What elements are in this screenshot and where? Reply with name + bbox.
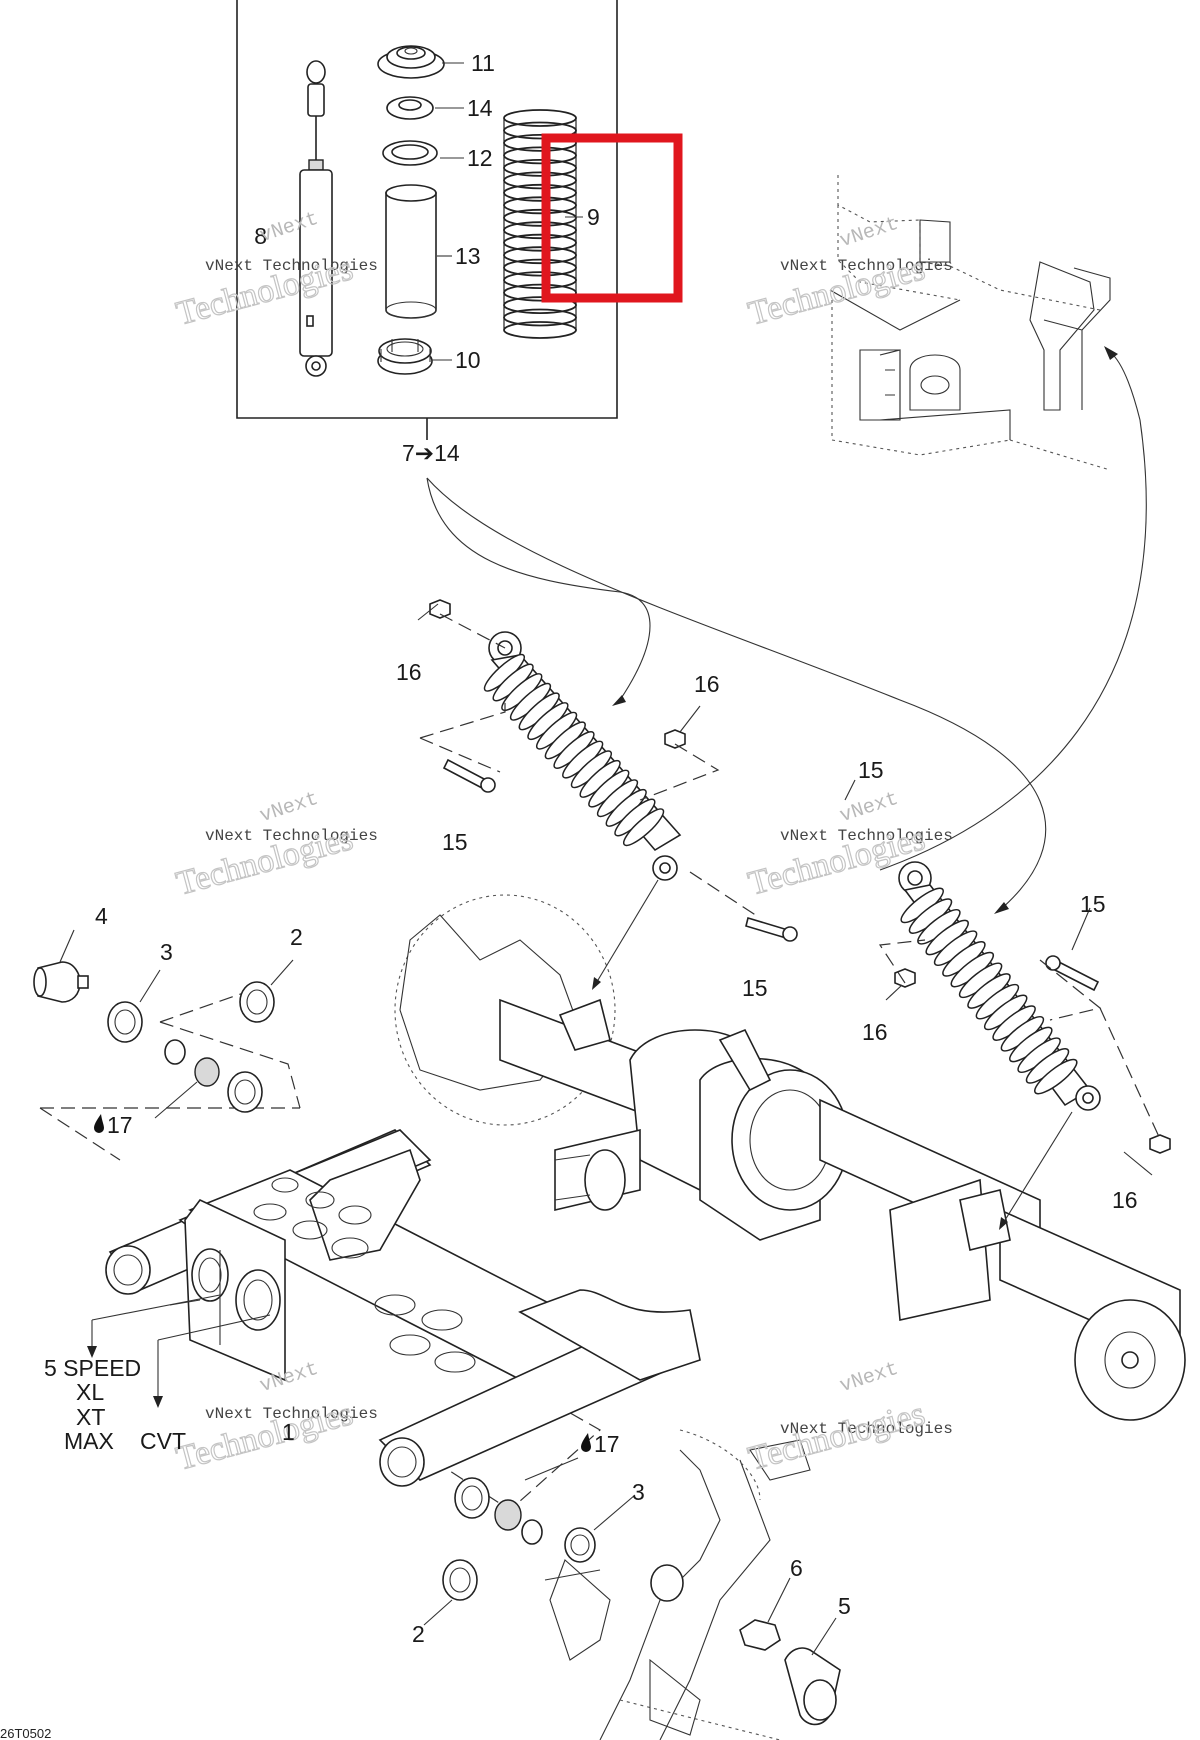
variant-arrows [87,1294,271,1408]
swing-arm [105,1129,701,1487]
highlight-box [541,133,683,303]
spring-coil-turn [503,321,577,339]
rear-shock-right [898,861,1101,1111]
label-part-14: 14 [467,95,493,121]
shock-kit-inset: 11 14 12 9 8 13 10 7➔14 [236,0,683,466]
frame-lower-detail [544,1429,841,1740]
label-part-11: 11 [471,50,495,76]
label-part-16: 16 [1112,1187,1138,1213]
label-part-15: 15 [858,757,884,783]
watermark-text: vNext Technologies [205,1405,378,1423]
label-part-2: 2 [290,924,303,950]
watermark-group: vNext vNext Technologies Technologies vN… [172,208,953,1479]
spring-coil-turn [622,808,665,847]
label-part-16: 16 [396,659,422,685]
spring-coil-turn [503,146,577,165]
grease-icon [581,1433,591,1452]
middle-leaders [417,603,1153,1176]
label-part-6: 6 [790,1555,803,1581]
label-part-15: 15 [742,975,768,1001]
spring-coil-turn [503,183,577,202]
watermark-text: Technologies [744,1395,928,1478]
label-part-13: 13 [455,243,481,269]
adjuster-ring-part [377,338,433,375]
variant-label: XT [76,1404,105,1430]
spring-coil-turn [503,233,577,252]
spring-coil-turn [503,171,577,190]
spring-coil-turn [503,258,577,277]
label-part-4: 4 [95,903,108,929]
label-part-3: 3 [160,939,173,965]
spring-coil-turn [503,221,577,240]
label-part-3: 3 [632,1479,645,1505]
watermark-text: vNext [257,788,321,828]
spring-coil-turn [503,308,577,327]
label-part-15: 15 [442,829,468,855]
watermark-text: vNext [837,788,901,828]
rear-shock-left [483,631,682,881]
shock-hardware [429,599,1171,1154]
figure-code: 26T0502 [0,1726,51,1740]
variant-label-cvt: CVT [140,1428,186,1454]
spring-coil-turn [503,246,577,265]
spring-coil-turn [503,271,577,290]
variant-label: 5 SPEED [44,1355,141,1381]
label-part-16: 16 [694,671,720,697]
spring-coil-turn [503,158,577,177]
bearing-set-bottom [423,1457,636,1626]
label-part-17: 17 [107,1112,133,1138]
frame-bracket-detail [829,175,1111,471]
label-part-9: 9 [587,204,600,230]
sleeve-part [385,184,437,319]
grease-icon [94,1114,104,1133]
label-part-17: 17 [594,1431,620,1457]
label-part-10: 10 [455,347,481,373]
connector-curves [426,346,1147,914]
watermark-text: vNext Technologies [780,257,953,275]
washer-part [382,140,438,166]
watermark-text: vNext Technologies [780,827,953,845]
label-part-1: 1 [282,1419,295,1445]
label-part-8: 8 [254,223,267,249]
label-part-12: 12 [467,145,493,171]
mount-arrows [592,879,1073,1230]
coil-spring-part [503,109,577,339]
spring-coil-turn [503,109,577,127]
watermark-text: vNext Technologies [780,1420,953,1438]
assembly-dash-lines [39,613,1161,1511]
spring-coil-turn [503,196,577,215]
callout-labels: 16 16 16 16 15 15 15 15 4 3 2 17 17 3 2 … [0,659,1138,1740]
watermark-text: vNext Technologies [205,257,378,275]
label-part-2: 2 [412,1621,425,1647]
spring-coil-turn [503,208,577,227]
retainer-clip-part [386,96,434,120]
bearing-set-top [33,929,294,1119]
variant-label: MAX [64,1428,114,1454]
label-kit-range: 7➔14 [402,440,460,466]
label-part-5: 5 [838,1593,851,1619]
label-part-16: 16 [862,1019,888,1045]
spring-cup-part [377,45,445,79]
spring-coil-turn [1034,1058,1078,1095]
watermark-text: vNext Technologies [205,827,378,845]
label-part-15: 15 [1080,891,1106,917]
watermark-text: vNext [837,213,901,253]
shock-absorber-part [299,60,333,377]
rear-axle-assembly [394,894,1186,1421]
watermark-text: vNext [837,1358,901,1398]
variant-label: XL [76,1379,104,1405]
